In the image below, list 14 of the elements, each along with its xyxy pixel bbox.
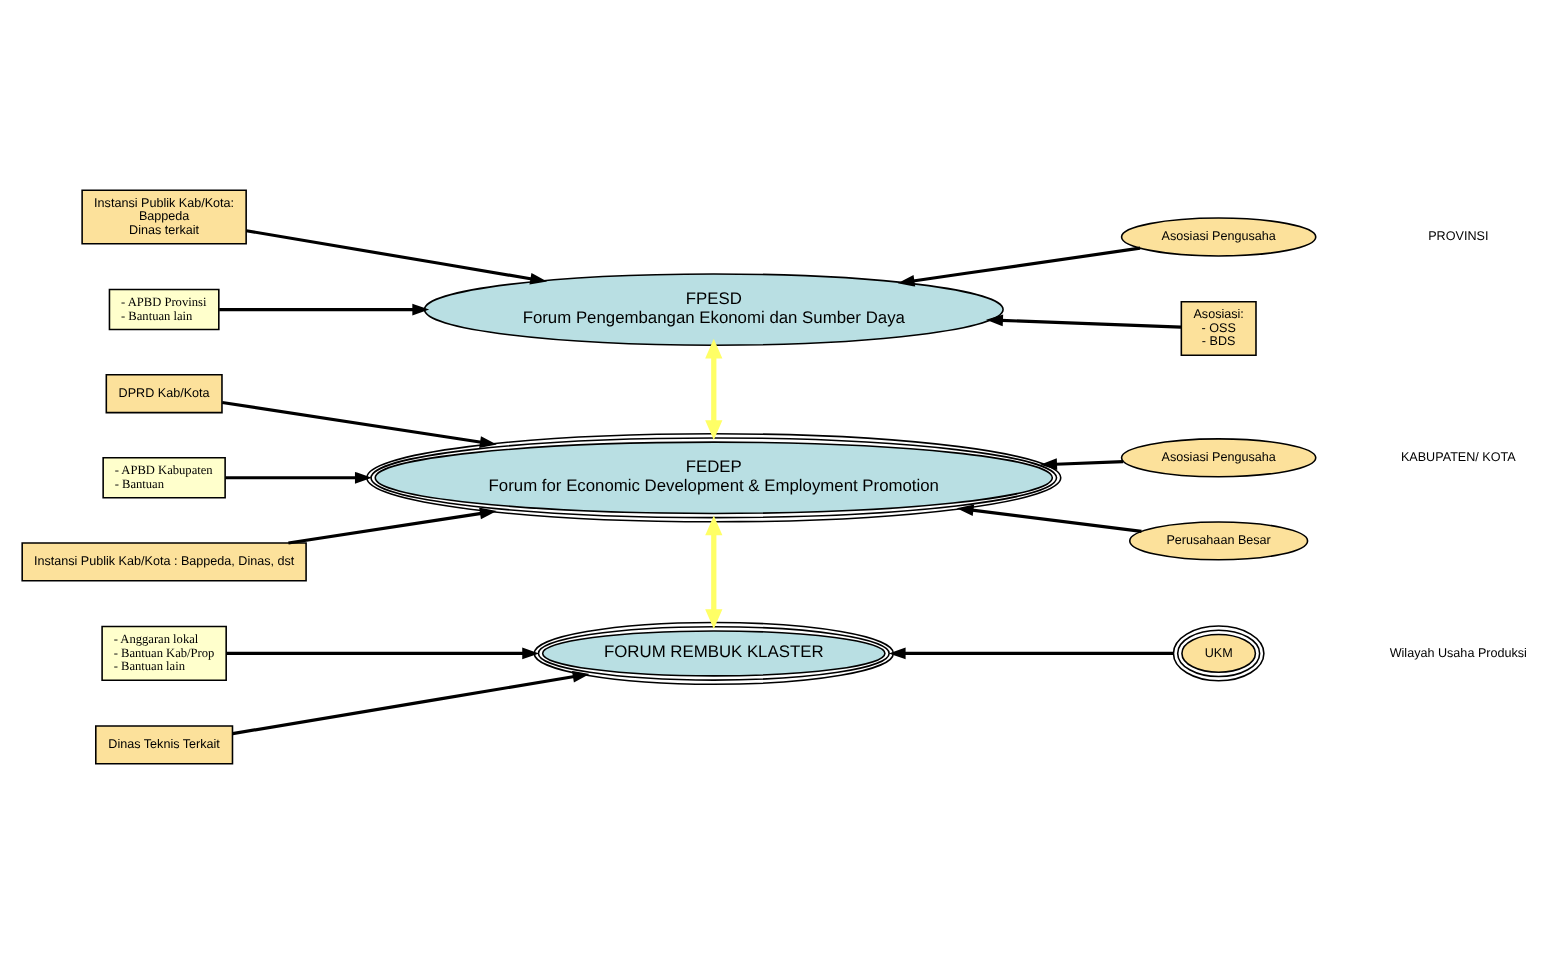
arrow	[986, 314, 1182, 329]
arrow	[705, 338, 723, 440]
arrow	[956, 504, 1142, 533]
arrow	[888, 647, 1174, 660]
arrow	[219, 303, 430, 316]
arrow	[705, 515, 723, 630]
arrow	[232, 670, 590, 736]
arrow	[222, 400, 497, 448]
arrow	[226, 647, 540, 660]
arrow	[225, 471, 372, 484]
arrow	[246, 229, 548, 285]
arrow	[1040, 458, 1124, 471]
arrow	[897, 246, 1141, 287]
arrow	[288, 507, 497, 545]
